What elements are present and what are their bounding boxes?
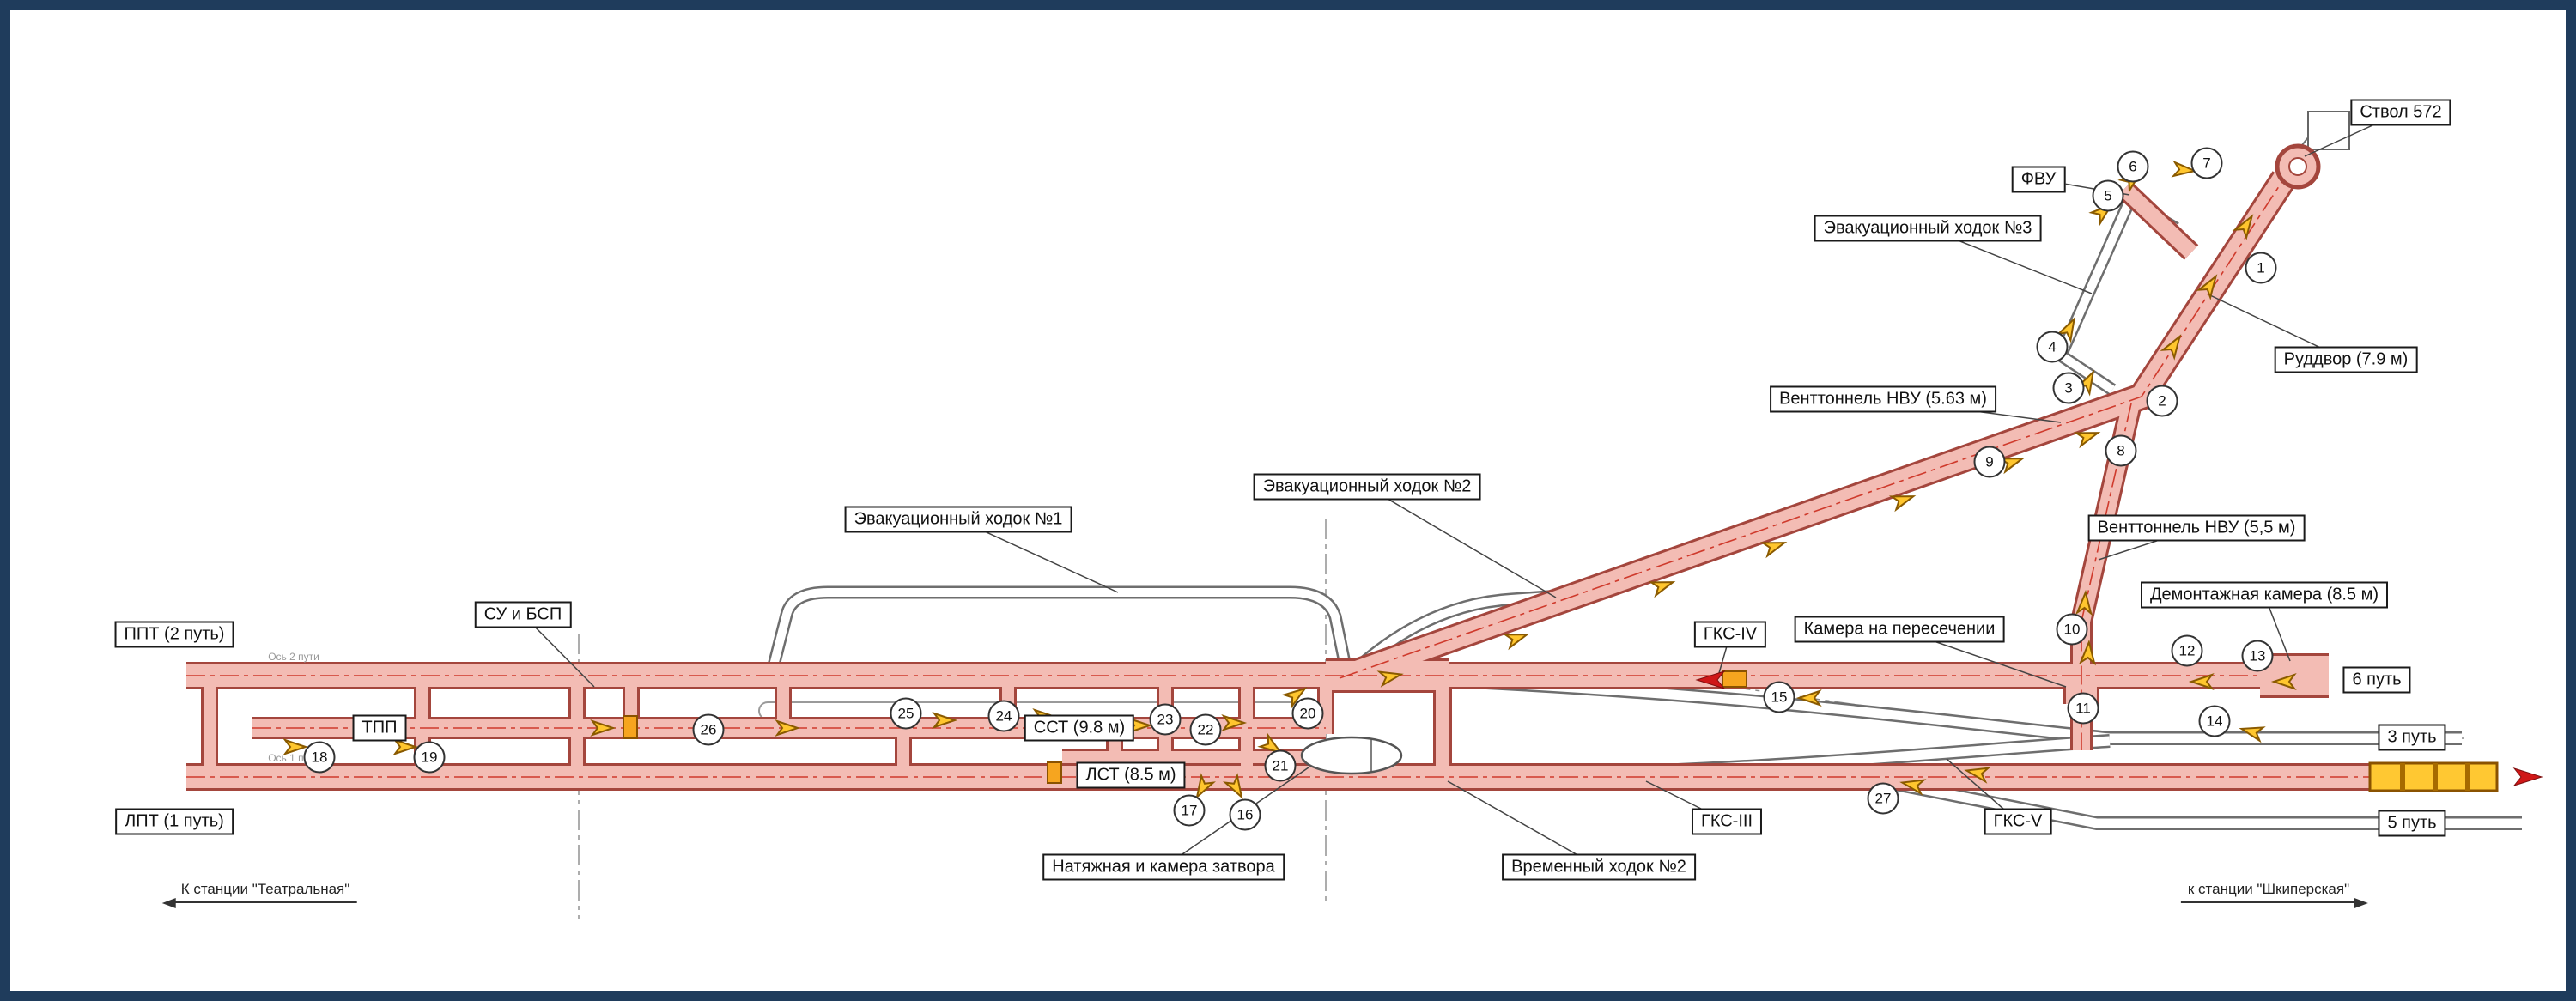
route-arrow bbox=[775, 719, 801, 737]
route-arrows bbox=[283, 160, 2543, 800]
route-arrow bbox=[1502, 634, 1530, 651]
axis-note: Ось 1 пути bbox=[268, 752, 319, 764]
route-arrow bbox=[2188, 673, 2215, 690]
notes-layer: К станции "Театральная" к станции "Шкипер… bbox=[10, 10, 2566, 991]
route-arrow bbox=[2171, 160, 2198, 178]
route-arrow bbox=[2075, 589, 2093, 616]
route-arrow bbox=[1376, 670, 1404, 688]
tbm-shield bbox=[1300, 736, 1403, 775]
equipment-marker bbox=[1722, 670, 1747, 688]
shaft-572 bbox=[2275, 111, 2350, 190]
route-arrow bbox=[2270, 673, 2297, 690]
leader-line bbox=[1366, 486, 1557, 598]
route-arrow bbox=[1888, 495, 1917, 513]
route-arrow bbox=[2232, 214, 2254, 240]
route-arrow bbox=[1759, 542, 1788, 559]
route-arrow bbox=[1257, 732, 1284, 755]
direction-note-shkiperskaya: к станции "Шкиперская" bbox=[2180, 881, 2369, 908]
route-arrow bbox=[1223, 773, 1243, 800]
route-arrow bbox=[2239, 726, 2266, 743]
route-arrow bbox=[1964, 767, 1991, 784]
route-arrow bbox=[2196, 274, 2218, 300]
route-arrow bbox=[283, 738, 309, 755]
route-arrow bbox=[1648, 581, 1676, 598]
direction-note-teatralnaya: К станции "Театральная" bbox=[161, 881, 357, 908]
route-arrow bbox=[932, 712, 958, 729]
route-arrow bbox=[1899, 779, 1927, 796]
orange-markers bbox=[623, 670, 2499, 792]
route-arrow bbox=[590, 719, 617, 737]
tunnel-diagram-canvas bbox=[186, 111, 2543, 919]
equipment-marker bbox=[623, 715, 638, 739]
axis-note: Ось 2 пути bbox=[268, 651, 319, 663]
route-arrow bbox=[2073, 432, 2101, 449]
route-arrow bbox=[1795, 689, 1822, 707]
direction-red-arrow bbox=[2512, 767, 2543, 786]
route-arrow bbox=[2079, 639, 2096, 666]
route-arrow bbox=[2160, 334, 2182, 361]
route-arrow bbox=[392, 738, 419, 755]
route-arrow bbox=[1195, 773, 1216, 800]
equipment-marker bbox=[1047, 761, 1062, 784]
route-arrow bbox=[1221, 714, 1248, 731]
leader-line bbox=[1447, 780, 1600, 868]
direction-red-arrow bbox=[1695, 670, 1726, 689]
